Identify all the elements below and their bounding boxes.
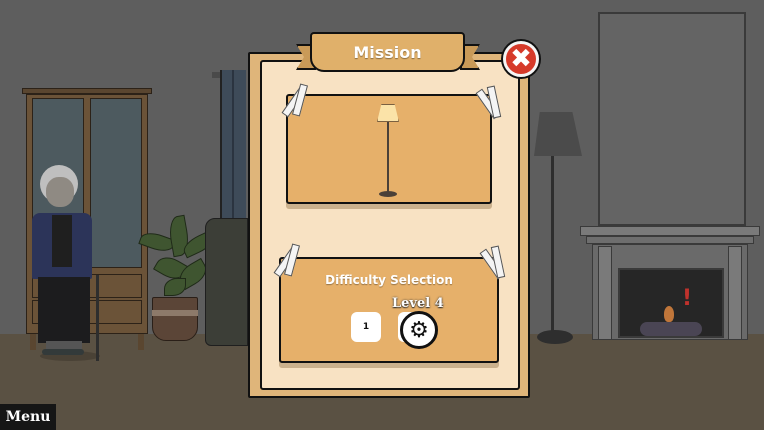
wardrobe-glass-right — [90, 98, 142, 268]
difficulty-title: Difficulty Selection — [325, 273, 453, 287]
difficulty-card — [279, 257, 499, 363]
walking-cane — [96, 275, 99, 361]
menu-label: Menu — [5, 409, 51, 425]
fire-flame-icon — [664, 306, 674, 322]
character-shadow — [40, 351, 100, 361]
character-skirt — [38, 277, 90, 343]
room-lamp-shade — [534, 112, 582, 156]
character-legs — [46, 341, 82, 351]
mission-title-banner: Mission — [310, 32, 465, 72]
fireplace-column — [728, 246, 742, 340]
gear-icon: ⚙ — [409, 317, 429, 343]
floor-lamp-icon-pole — [387, 122, 389, 192]
room-floor-lamp[interactable] — [534, 112, 582, 344]
fireplace-coals — [640, 322, 702, 336]
room-lamp-base — [537, 330, 573, 344]
potted-plant[interactable] — [138, 212, 218, 347]
plant-pot — [152, 297, 198, 341]
wardrobe-leg — [138, 334, 144, 350]
menu-button[interactable]: Menu — [0, 404, 56, 430]
level-1-label: 1 — [362, 322, 370, 332]
floor-lamp-icon-base — [379, 191, 397, 197]
plant-leaf — [164, 278, 186, 296]
curtain-fold — [232, 70, 234, 270]
fireplace-column — [598, 246, 612, 340]
character-shoes — [42, 349, 84, 355]
old-woman-character[interactable] — [30, 165, 105, 365]
close-x-icon: ✖ — [510, 44, 532, 74]
armchair[interactable] — [205, 218, 248, 346]
level-1-button[interactable]: 1 — [351, 312, 381, 342]
character-face — [46, 177, 74, 207]
wardrobe-leg — [30, 334, 36, 350]
fireplace-mantel — [580, 226, 760, 236]
room-lamp-pole — [551, 156, 554, 332]
wall-mirror-frame[interactable] — [598, 12, 746, 226]
settings-button[interactable]: ⚙ — [400, 311, 438, 349]
pot-band — [152, 310, 198, 316]
close-button[interactable]: ✖ — [503, 41, 539, 77]
character-shirt — [52, 215, 72, 267]
alert-exclamation-icon[interactable]: ! — [682, 286, 693, 311]
fireplace-mantel-trim — [586, 236, 754, 244]
wardrobe-top — [22, 88, 152, 94]
mission-title: Mission — [353, 42, 422, 62]
level-label: Level 4 — [392, 296, 444, 311]
